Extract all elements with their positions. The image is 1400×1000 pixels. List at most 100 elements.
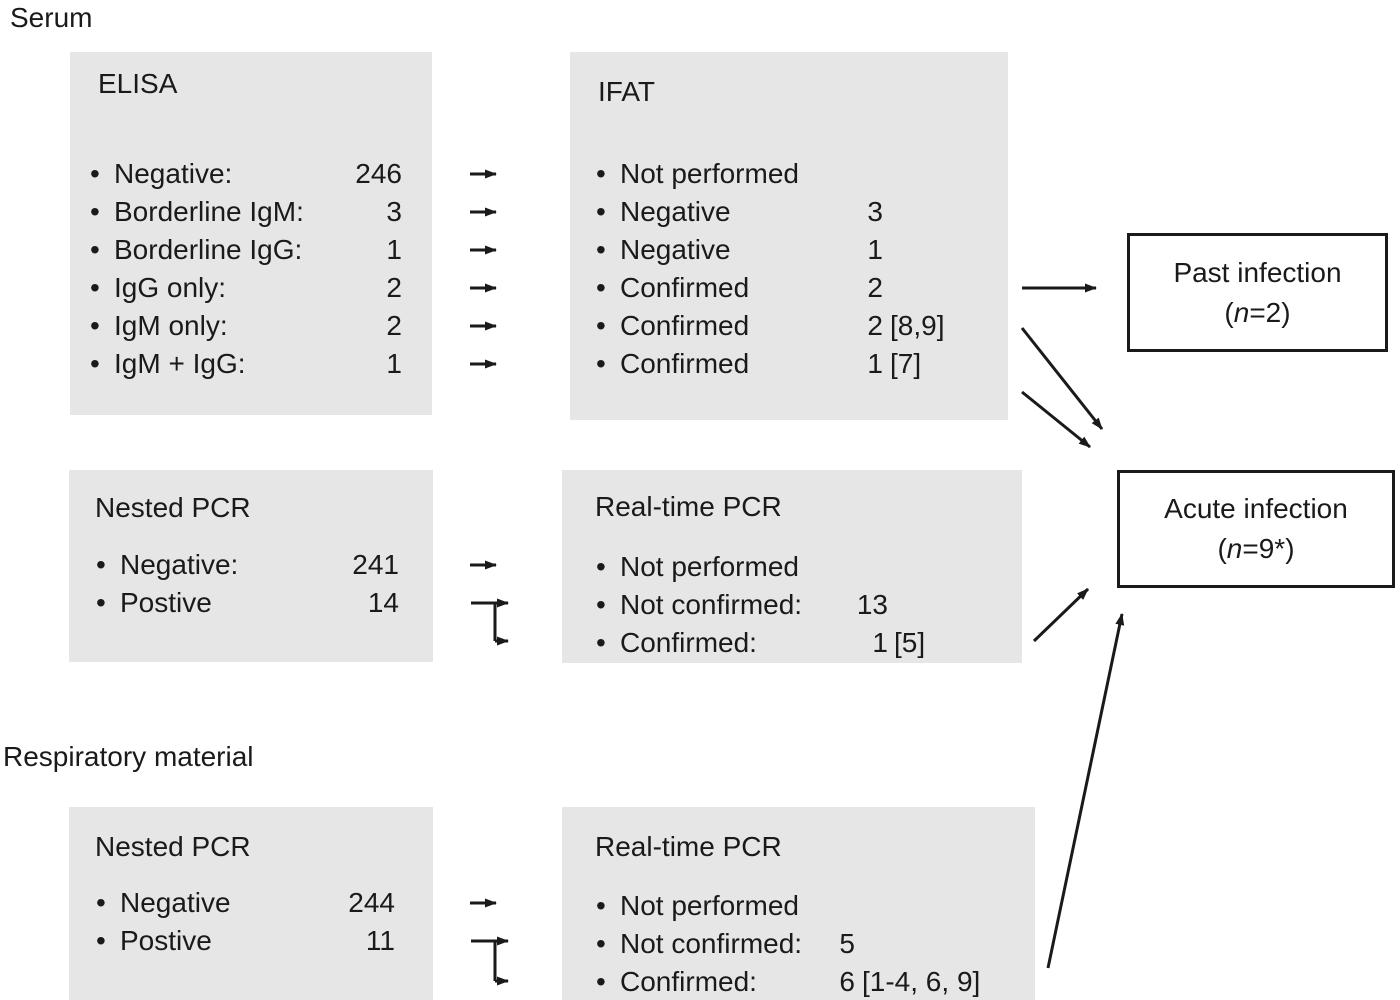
past-infection-n: (n=2) — [1224, 293, 1290, 333]
bullet-icon: • — [596, 234, 606, 265]
row-reference: [8,9] — [890, 310, 945, 341]
row-reference: [1-4, 6, 9] — [862, 966, 981, 997]
bullet-icon: • — [596, 627, 606, 658]
row-label: Confirmed — [620, 272, 750, 303]
row-count: 6 — [839, 966, 855, 997]
row-count: 11 — [365, 925, 395, 956]
arrow-ifat-confirmed-7-to-acute-infection — [1021, 390, 1091, 449]
respiratory-realtime-pcr-rows: • Not performed • Not confirmed: 5 • Con… — [562, 887, 1035, 1000]
paren-open: ( — [1217, 533, 1227, 564]
row-label: Not confirmed: — [620, 928, 803, 959]
row-label: Negative — [620, 196, 731, 227]
row-label: Confirmed: — [620, 966, 757, 997]
list-item: • Confirmed: 1 [5] — [562, 624, 1022, 662]
list-item: • Not performed — [562, 548, 1022, 586]
row-label: Not confirmed: — [620, 589, 803, 620]
n-value: =2) — [1249, 296, 1291, 328]
bullet-icon: • — [90, 310, 100, 341]
past-infection-label: Past infection — [1173, 256, 1342, 288]
list-item: • Negative 3 — [570, 193, 1008, 231]
list-item: • Postive 14 — [69, 584, 433, 622]
acute-infection-label: Acute infection — [1164, 493, 1348, 524]
row-count: 1 — [872, 627, 888, 658]
row-count: 3 — [386, 196, 402, 227]
ifat-rows: • Not performed • Negative 3 • Negative … — [570, 155, 1008, 383]
past-infection-box: Past infection (n=2) — [1127, 233, 1388, 352]
bullet-icon: • — [96, 587, 106, 618]
list-item: • Not confirmed: 5 — [562, 925, 1035, 963]
bullet-icon: • — [90, 272, 100, 303]
paren-open: ( — [1224, 296, 1234, 328]
bullet-icon: • — [596, 551, 606, 582]
row-count: 1 — [867, 348, 883, 379]
row-label: IgM + IgG: — [114, 348, 246, 379]
row-label: Negative — [120, 887, 231, 918]
serum-nested-pcr-box: Nested PCR • Negative: 241 • Postive 14 — [69, 470, 433, 662]
list-item: • IgM + IgG: 1 — [70, 345, 432, 383]
list-item: • Borderline IgG: 1 — [70, 231, 432, 269]
row-label: Confirmed — [620, 310, 750, 341]
bullet-icon: • — [596, 928, 606, 959]
row-count: 241 — [352, 549, 399, 580]
row-count: 3 — [867, 196, 883, 227]
n-value: =9*) — [1242, 533, 1295, 564]
bullet-icon: • — [596, 348, 606, 379]
bullet-icon: • — [596, 196, 606, 227]
row-count: 14 — [367, 587, 399, 618]
respiratory-realtime-pcr-box: Real-time PCR • Not performed • Not conf… — [562, 807, 1035, 1000]
row-label: Confirmed: — [620, 627, 757, 658]
row-count: 2 — [386, 272, 402, 303]
row-label: Confirmed — [620, 348, 750, 379]
list-item: • Negative: 241 — [69, 546, 433, 584]
row-count: 244 — [348, 887, 395, 918]
row-count: 2 — [867, 272, 883, 303]
row-label: Negative — [620, 234, 731, 265]
row-reference: [7] — [890, 348, 922, 379]
row-label: Borderline IgG: — [114, 234, 303, 265]
bullet-icon: • — [96, 925, 106, 956]
list-item: • Not performed — [562, 887, 1035, 925]
respiratory-nested-pcr-rows: • Negative 244 • Postive 11 — [69, 884, 433, 960]
bullet-icon: • — [596, 310, 606, 341]
list-item: • IgG only: 2 — [70, 269, 432, 307]
list-item: • Negative 1 — [570, 231, 1008, 269]
serum-nested-pcr-rows: • Negative: 241 • Postive 14 — [69, 546, 433, 622]
row-count: 1 — [867, 234, 883, 265]
ifat-title: IFAT — [598, 76, 656, 107]
elisa-rows: • Negative: 246 • Borderline IgM: 3 • Bo… — [70, 155, 432, 383]
bullet-icon: • — [96, 549, 106, 580]
bullet-icon: • — [596, 158, 606, 189]
list-item: • Not performed — [570, 155, 1008, 193]
respiratory-nested-pcr-title: Nested PCR — [95, 831, 251, 862]
respiratory-nested-pcr-box: Nested PCR • Negative 244 • Postive 11 — [69, 807, 433, 1000]
ifat-box: IFAT • Not performed • Negative 3 • Nega… — [570, 52, 1008, 420]
row-label: Borderline IgM: — [114, 196, 304, 227]
list-item: • IgM only: 2 — [70, 307, 432, 345]
bullet-icon: • — [90, 348, 100, 379]
acute-infection-n: (n=9*) — [1217, 529, 1294, 569]
bullet-icon: • — [96, 887, 106, 918]
row-label: Negative: — [120, 549, 239, 580]
section-label-serum: Serum — [10, 2, 93, 33]
serum-realtime-pcr-title: Real-time PCR — [595, 491, 782, 522]
row-count: 13 — [856, 589, 888, 620]
bullet-icon: • — [90, 196, 100, 227]
serum-realtime-pcr-box: Real-time PCR • Not performed • Not conf… — [562, 470, 1022, 663]
acute-infection-box: Acute infection (n=9*) — [1117, 470, 1395, 588]
row-count: 2 — [867, 310, 883, 341]
row-label: IgG only: — [114, 272, 227, 303]
bullet-icon: • — [90, 234, 100, 265]
bullet-icon: • — [596, 272, 606, 303]
arrow-serum-rtpcr-confirmed-to-acute-infection — [1032, 587, 1090, 643]
serum-nested-pcr-title: Nested PCR — [95, 492, 251, 523]
respiratory-realtime-pcr-title: Real-time PCR — [595, 831, 782, 862]
bullet-icon: • — [596, 966, 606, 997]
row-label: IgM only: — [114, 310, 228, 341]
serum-realtime-pcr-rows: • Not performed • Not confirmed: 13 • Co… — [562, 548, 1022, 662]
n-symbol: n — [1233, 296, 1250, 328]
row-count: 1 — [386, 234, 402, 265]
list-item: • Confirmed 2 — [570, 269, 1008, 307]
arrow-resp-rtpcr-confirmed-to-acute-infection — [1046, 613, 1125, 969]
row-count: 1 — [386, 348, 402, 379]
bullet-icon: • — [596, 589, 606, 620]
